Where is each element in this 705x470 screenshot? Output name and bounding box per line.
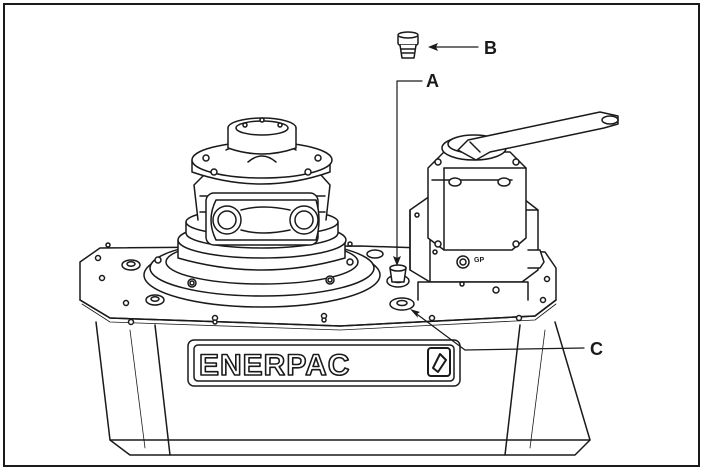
- motor-cap: [191, 117, 333, 185]
- brand-logo-text: ENERPAC: [199, 349, 350, 382]
- callout-a-leader: [396, 80, 423, 263]
- logo-plate: ENERPAC: [187, 339, 461, 387]
- callout-c-leader: [464, 347, 585, 351]
- valve-handle: [457, 111, 619, 161]
- callout-c-leader-diag: [413, 311, 466, 351]
- fill-port: [389, 264, 407, 283]
- breather-plug: [397, 31, 419, 59]
- callout-c-label: C: [590, 339, 603, 359]
- valve-top: [427, 134, 527, 251]
- valve-marking: GP: [474, 257, 484, 264]
- callout-a-label: A: [426, 71, 439, 91]
- callout-b-label: B: [484, 38, 497, 58]
- leader-lines: [393, 43, 585, 351]
